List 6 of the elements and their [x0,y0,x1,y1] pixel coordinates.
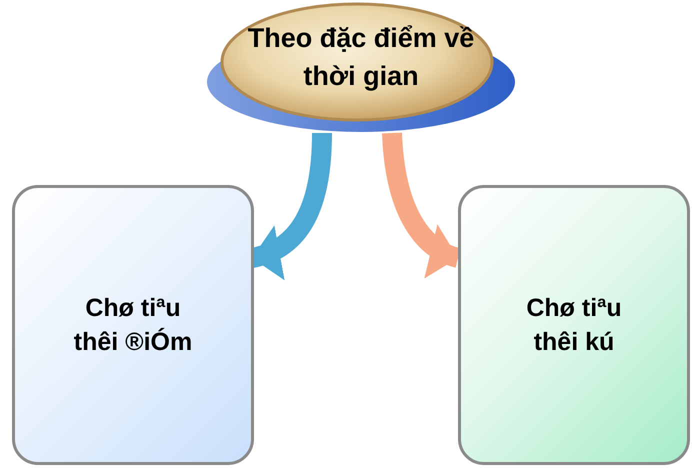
rounded-box [12,185,254,465]
oval-disc [205,0,517,135]
node-text: Chø tiªu thêi kú [525,293,623,358]
node-text: Chø tiªu thêi ®iÓm [72,293,194,358]
rounded-box [458,185,690,465]
node-text: Theo đặc điểm về thời gian [246,22,476,93]
